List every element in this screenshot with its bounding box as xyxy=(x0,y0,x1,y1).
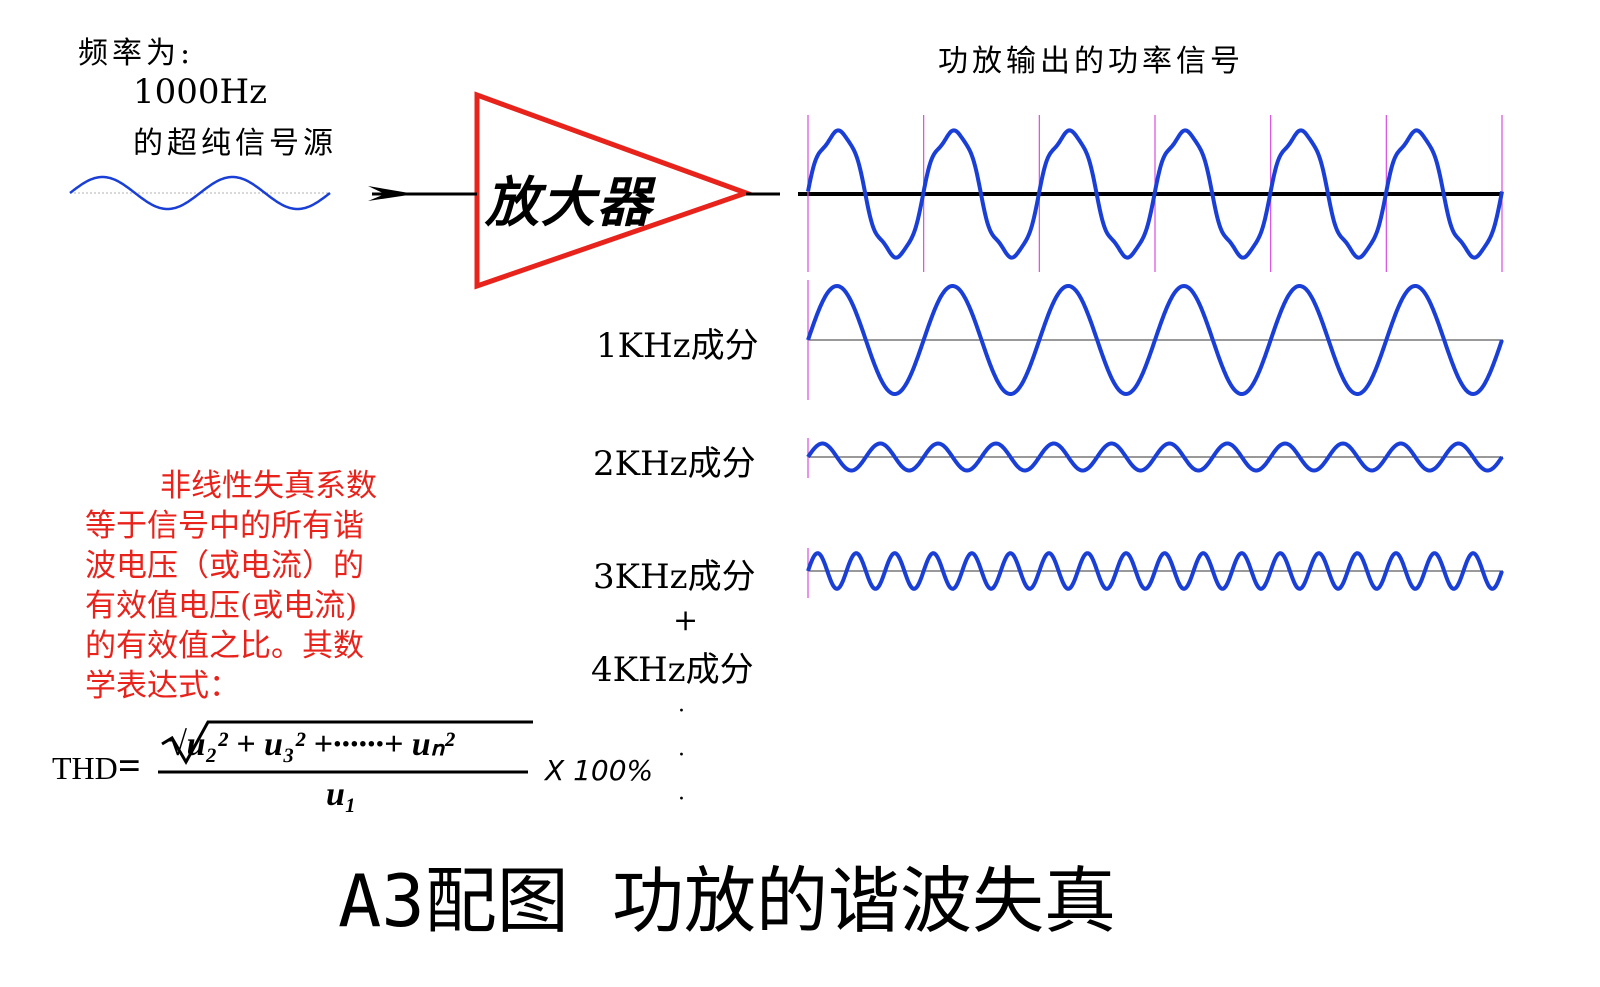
formula-denominator: u₁ xyxy=(326,776,357,813)
description-line: 的有效值之比。其数 xyxy=(85,628,364,664)
component-2k-label: 2KHz成分 xyxy=(593,444,756,484)
component-3k-label: 3KHz成分 xyxy=(593,557,756,597)
formula-numerator: √u₂² + u₃² +······+ uₙ² xyxy=(168,726,455,763)
sqrt-sign xyxy=(161,720,533,766)
description-line: 非线性失真系数 xyxy=(160,468,377,504)
source-label: 频率为: xyxy=(78,36,195,71)
description-line: 有效值电压(或电流) xyxy=(85,588,358,624)
harmonic-3k-wave xyxy=(806,551,1504,591)
source-frequency: 1000Hz xyxy=(133,72,268,112)
component-4k-label: 4KHz成分 xyxy=(591,650,754,690)
harmonic-1k-wave xyxy=(806,283,1504,397)
formula-multiplier: X 100% xyxy=(545,754,654,787)
amplifier-triangle xyxy=(474,91,754,290)
harmonic-2k-wave xyxy=(806,441,1504,473)
description-line: 学表达式： xyxy=(85,668,240,704)
input-sine-wave xyxy=(69,175,331,211)
component-1k-label: 1KHz成分 xyxy=(596,326,759,366)
plus-sign: + xyxy=(673,603,699,638)
source-desc: 的超纯信号源 xyxy=(133,126,337,161)
description-line: 等于信号中的所有谐 xyxy=(85,508,364,544)
figure-caption: A3配图 功放的谐波失真 xyxy=(338,859,1117,943)
output-title: 功放输出的功率信号 xyxy=(938,44,1244,79)
ellipsis-dots: ··· xyxy=(678,699,685,812)
description-line: 波电压（或电流）的 xyxy=(85,548,364,584)
arrow-icon xyxy=(368,186,415,201)
amplifier-label: 放大器 xyxy=(485,170,653,234)
output-distorted-wave xyxy=(806,128,1504,260)
formula-equals: = xyxy=(118,743,141,788)
formula-lhs: THD xyxy=(52,750,118,786)
